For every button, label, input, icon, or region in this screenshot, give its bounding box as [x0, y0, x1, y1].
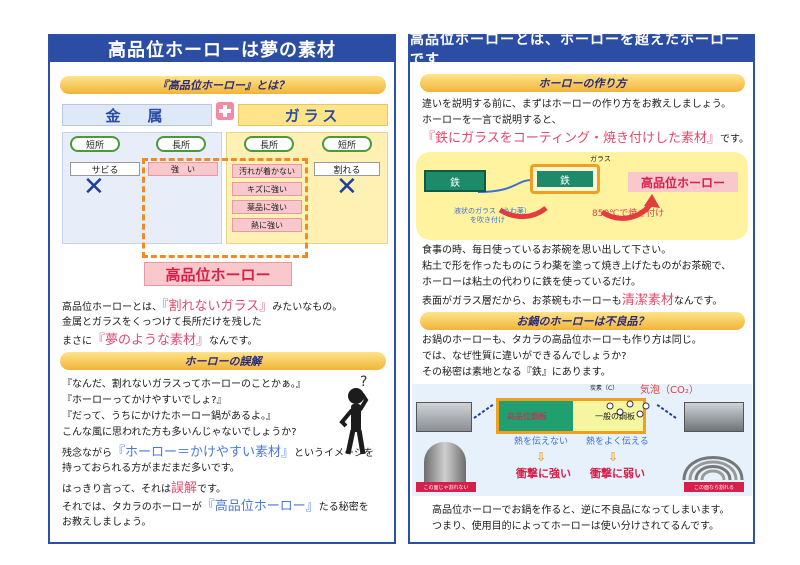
metal-label: 金 属 [62, 104, 212, 126]
left-p2-line2: 『ホーローってかけやすいでしょ?』 [62, 395, 227, 406]
right-s1-line3: 『鉄にガラスをコーティング・焼き付けした素材』です。 [422, 131, 749, 146]
svg-text:?: ? [360, 374, 367, 390]
down-arrow-icon: ⇩ [536, 450, 547, 464]
right-s1-line2: ホーローを一言で説明すると、 [422, 115, 562, 126]
process-iron-coated: 鉄 [530, 164, 600, 194]
right-s4-line1: 高品位ホーローでお鍋を作ると、逆に不良品になってしまいます。 [432, 505, 730, 516]
left-p1-line2: 金属とガラスをくっつけて長所だけを残した [62, 317, 262, 328]
ordinary-steel-photo [684, 402, 744, 432]
metal-short-item: サビる [70, 162, 140, 176]
process-result: 高品位ホーロー [628, 172, 738, 192]
process-step1b: を吹き付け [470, 216, 505, 224]
glass-merit-3: 熱に強い [232, 218, 302, 232]
left-p1-line1: 高品位ホーローとは、『割れないガラス』みたいなもの。 [62, 299, 343, 314]
heat-label: 熱をよく伝える [586, 437, 649, 447]
steel-arrows [473, 400, 677, 419]
ordinary-pot-icon [682, 456, 744, 481]
crack-label: この面なら割れる [684, 482, 744, 492]
special-pot-icon [424, 442, 466, 482]
process-step2: 850℃で焼き付け [592, 209, 665, 219]
special-steel-photo [416, 402, 472, 432]
left-p1-line3: まさに『夢のような素材』なんです。 [62, 333, 258, 348]
right-band-howto: ホーローの作り方 [420, 74, 745, 92]
strong-label: 衝撃に強い [516, 467, 571, 480]
right-s1-line1: 違いを説明する前に、まずはホーローの作り方をお教えしましょう。 [422, 99, 732, 110]
no-crack-label: この面じゃ割れない [416, 482, 476, 492]
glass-label: ガラス [238, 104, 388, 126]
glass-short-item: 割れる [314, 162, 380, 176]
left-p2-line9: お教えしましょう。 [62, 517, 152, 528]
glass-long-pill: 長所 [244, 136, 294, 152]
metal-long-pill: 長所 [156, 136, 206, 152]
process-glass-label: ガラス [590, 155, 611, 163]
right-s3-line2: では、なぜ性質に違いができるんでしょうか? [422, 351, 627, 362]
bubble-label: 気泡（CO₂） [640, 385, 699, 396]
left-p2-line7: はっきり言って、それは誤解です。 [62, 481, 227, 496]
down-arrow-icon: ⇩ [608, 450, 619, 464]
right-s4-line2: つまり、使用目的によってホーローは使い分けされてるんです。 [432, 521, 719, 532]
left-band-what: 『高品位ホーロー』とは？ [60, 76, 386, 94]
thinking-figure-icon: ? [339, 374, 369, 455]
left-p2-line1: 『なんだ、割れないガラスってホーローのことかぁ。』 [62, 379, 306, 390]
left-title: 高品位ホーローは夢の素材 [50, 36, 394, 62]
glass-short-pill: 短所 [322, 136, 372, 152]
right-s2-line1: 食事の時、毎日使っているお茶碗を思い出して下さい。 [422, 245, 672, 256]
left-p2-line4: こんな風に思われた方も多いんじゃないでしょうか? [62, 427, 297, 438]
no-heat-label: 熱を伝えない [514, 437, 569, 447]
glass-merit-1: キズに強い [232, 182, 302, 196]
right-s3-line3: その秘密は素地となる『鉄』にあります。 [422, 367, 611, 378]
right-s3-line1: お鍋のホーローも、タカラの高品位ホーローも作り方は同じ。 [422, 335, 702, 346]
weak-label: 衝撃に弱い [590, 467, 645, 480]
carbon-label: 炭素（C） [590, 385, 619, 392]
right-s2-line4: 表面がガラス層だから、お茶碗もホーローも清潔素材なんです。 [422, 293, 723, 308]
process-iron-before: 鉄 [424, 170, 486, 192]
result-label: 高品位ホーロー [144, 262, 292, 286]
glass-merit-2: 薬品に強い [232, 200, 302, 214]
right-title: 高品位ホーローとは、ホーローを超えたホーローです [410, 32, 753, 68]
right-s2-line3: ホーローは粘土の代わりに鉄を使っているだけ。 [422, 277, 641, 288]
cross-mark-icon: ✕ [336, 172, 358, 202]
metal-long-item: 強 い [148, 162, 218, 176]
plus-icon [216, 102, 234, 120]
left-p2-line5: 残念ながら『ホーロー＝かけやすい素材』というイメージを [62, 445, 374, 460]
left-panel: 高品位ホーローは夢の素材 『高品位ホーロー』とは？ 金 属 ガラス 短所 長所 … [48, 34, 396, 544]
merits-dashed-box [142, 158, 308, 258]
right-band-pot: お鍋のホーローは不良品？ [420, 312, 745, 330]
right-panel: 高品位ホーローとは、ホーローを超えたホーローです ホーローの作り方 違いを説明す… [408, 32, 755, 544]
glass-merit-0: 汚れが着かない [232, 164, 302, 178]
process-arrows [477, 179, 660, 221]
left-p2-line6: 持っておられる方がまだまだ多いです。 [62, 463, 240, 474]
cross-mark-icon: ✕ [83, 172, 105, 202]
left-band-misunderstanding: ホーローの誤解 [60, 352, 386, 370]
right-s2-line2: 粘土で形を作ったものにうわ薬を塗って焼き上げたものがお茶碗で、 [422, 261, 732, 272]
metal-short-pill: 短所 [70, 136, 120, 152]
left-p2-line3: 『だって、うちにかけたホーロー鍋があるよ。』 [62, 411, 276, 422]
left-p2-line8: それでは、タカラのホーローが『高品位ホーロー』たる秘密を [62, 499, 369, 514]
process-step1a: 液状のガラス（うわ薬） [454, 207, 531, 215]
